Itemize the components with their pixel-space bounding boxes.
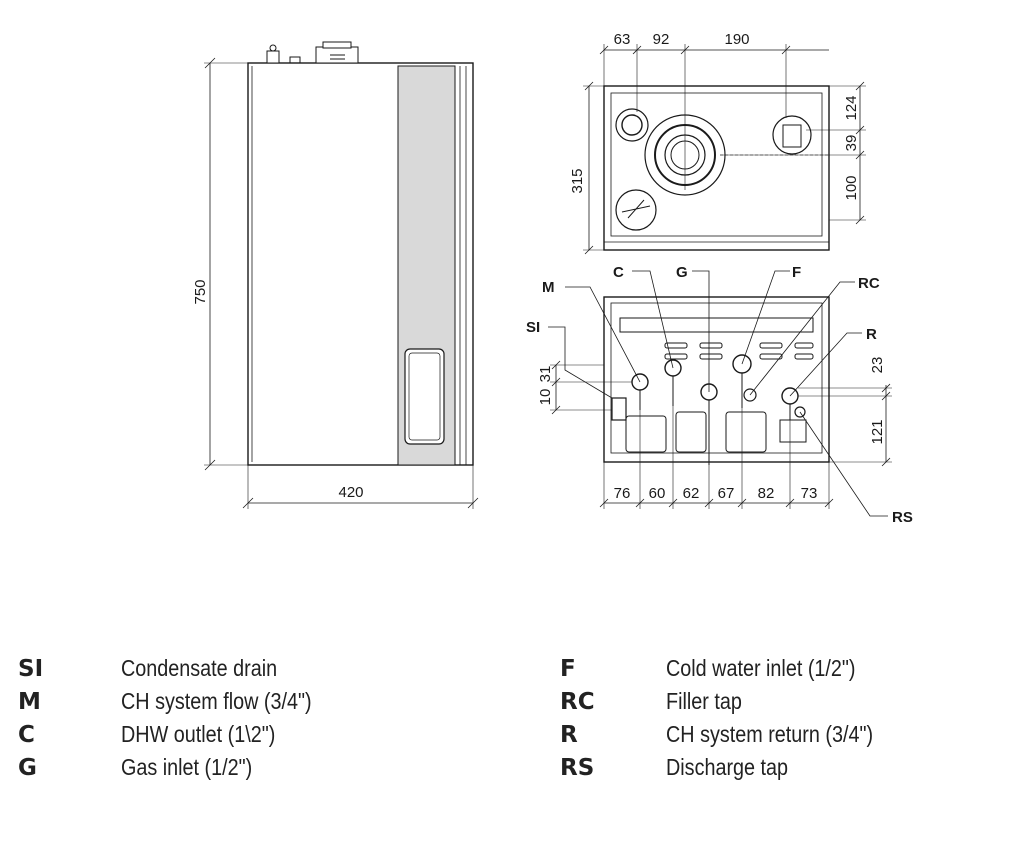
legend-desc: DHW outlet (1\2") [121,721,276,747]
legend-item-rc: RC Filler tap [560,685,907,718]
legend-item-f: F Cold water inlet (1/2") [560,652,907,685]
legend-item-m: M CH system flow (3/4") [18,685,343,718]
legend-code: SI [18,655,44,682]
technical-drawing: 750 420 63 [192,31,913,526]
dim-right-121: 121 [869,419,886,444]
dim-tick [584,245,594,255]
top-inner-outline [610,92,823,237]
dim-tick [855,125,865,135]
dim-ticks-bottom [599,498,834,508]
component-left [625,415,667,453]
dim-left-10: 10 [537,389,554,406]
legend-code: R [560,721,578,748]
dim-ticks-right [881,383,891,467]
vent-pipe-inner [621,114,643,136]
dim-top-190: 190 [724,31,749,48]
dim-tick [680,45,690,55]
dim-right-39: 39 [843,135,860,152]
legend-desc: Discharge tap [666,754,789,780]
dim-bottom-60: 60 [649,485,666,502]
legend-item-r: R CH system return (3/4") [560,718,907,751]
callout-RC: RC [858,275,880,292]
dim-tick [204,57,216,69]
vent-pipe-outer [615,108,649,142]
vent-slots [664,342,814,360]
legend-code: F [560,655,576,682]
dim-tick [855,215,865,225]
display-window-inner [408,352,441,441]
dim-right-124: 124 [843,95,860,120]
callout-C: C [613,264,624,281]
legend-code: C [18,721,35,748]
legend-left: SI Condensate drain M CH system flow (3/… [18,652,343,784]
dim-width-label: 420 [338,484,363,501]
dim-height-label: 750 [192,279,209,304]
air-intake-detail [782,124,802,148]
bottom-view: M C G F RC SI R RS 76 60 62 [526,264,913,526]
dim-tick [584,81,594,91]
access-cap-detail [621,199,651,219]
callout-G: G [676,264,688,281]
dim-ticks-left [551,360,561,415]
dim-ext-bottom-group [603,373,830,509]
legend-item-si: SI Condensate drain [18,652,343,685]
legend-desc: Filler tap [666,688,742,714]
legend-code: G [18,754,37,781]
dim-ext-right-group [798,387,892,463]
legend-desc: Cold water inlet (1/2") [666,655,856,681]
legend-code: M [18,688,41,715]
front-view: 750 420 [192,41,479,509]
air-vent-fitting [266,50,280,64]
legend-desc: CH system return (3/4") [666,721,874,747]
legend-code: RC [560,688,595,715]
legend-right: F Cold water inlet (1/2") RC Filler tap … [560,652,907,784]
dim-bottom-76: 76 [614,485,631,502]
dim-top-92: 92 [653,31,670,48]
dim-tick [781,45,791,55]
top-view: 63 92 190 315 124 39 100 [569,31,866,255]
dim-right-23: 23 [869,357,886,374]
callout-SI: SI [526,319,540,336]
callout-leaders [548,270,888,517]
component-mid [675,411,707,453]
bottom-top-rail [619,317,814,333]
legend-item-rs: RS Discharge tap [560,751,907,784]
legend-item-c: C DHW outlet (1\2") [18,718,343,751]
access-cap [615,189,657,231]
fitting-RS [794,406,806,418]
dim-depth-label: 315 [569,168,586,193]
dim-top-63: 63 [614,31,631,48]
callout-RS: RS [892,509,913,526]
dim-tick [204,459,216,471]
component-right [725,411,767,453]
dim-bottom-73: 73 [801,485,818,502]
dim-right-100: 100 [843,175,860,200]
flue-collar-top [322,41,352,49]
legend-desc: CH system flow (3/4") [121,688,312,714]
dim-bottom-67: 67 [718,485,735,502]
component-valve [779,419,807,443]
dim-tick [632,45,642,55]
callout-M: M [542,279,555,296]
dim-tick [599,45,609,55]
legend-code: RS [560,754,595,781]
dim-ext-left-group [550,364,632,411]
legend-desc: Gas inlet (1/2") [121,754,253,780]
dim-tick [242,497,254,509]
legend-item-g: G Gas inlet (1/2") [18,751,343,784]
legend-desc: Condensate drain [121,655,278,681]
fitting-RC [743,388,757,402]
dim-left-31: 31 [537,366,554,383]
dim-bottom-82: 82 [758,485,775,502]
dim-bottom-62: 62 [683,485,700,502]
dim-tick [467,497,479,509]
air-vent-cap [269,44,277,52]
callout-R: R [866,326,877,343]
dim-tick [855,150,865,160]
dim-tick [855,81,865,91]
callout-F: F [792,264,801,281]
air-intake [772,115,812,155]
trap-SI [611,397,627,421]
top-fitting-detail [289,54,345,63]
